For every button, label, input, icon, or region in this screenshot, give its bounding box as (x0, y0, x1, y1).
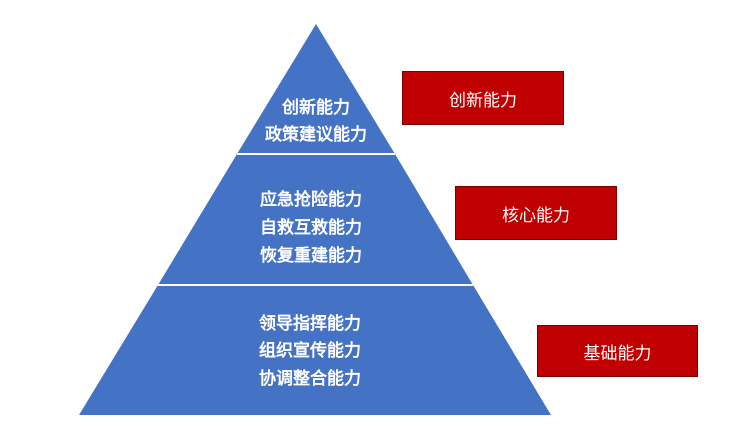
tier-bottom-line-2: 组织宣传能力 (259, 340, 361, 361)
tag-core: 核心能力 (455, 186, 617, 240)
tier-middle-line-2: 自救互救能力 (260, 217, 362, 238)
tier-top-line-1: 创新能力 (281, 97, 350, 118)
pyramid-tier-middle (158, 154, 473, 285)
tier-bottom-line-3: 协调整合能力 (259, 368, 361, 389)
pyramid-tier-top (237, 24, 395, 154)
tier-middle-line-1: 应急抢险能力 (260, 189, 362, 210)
tier-bottom-line-1: 领导指挥能力 (259, 313, 361, 334)
pyramid-tier-bottom (79, 285, 551, 415)
tag-foundation: 基础能力 (537, 325, 698, 377)
tier-top-line-2: 政策建议能力 (265, 124, 367, 145)
tier-middle-line-3: 恢复重建能力 (260, 245, 362, 266)
tag-innovation: 创新能力 (402, 71, 564, 125)
